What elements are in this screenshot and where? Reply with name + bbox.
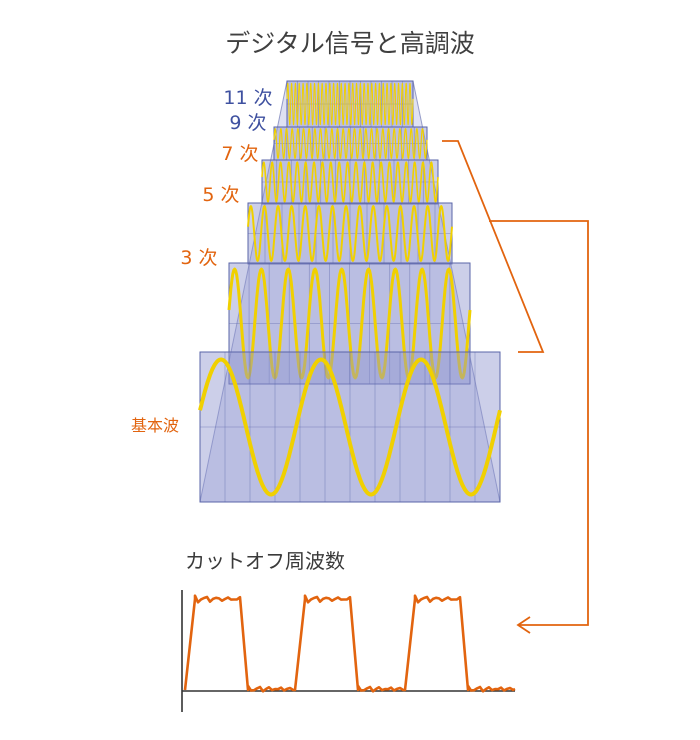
bracket-line: [442, 140, 545, 353]
harmonic-panels: [198, 80, 502, 503]
wave-harmonic-11: [286, 82, 414, 126]
label-harmonic-7: 7 次: [221, 143, 258, 165]
label-harmonic-9: 9 次: [229, 112, 266, 134]
diagram-title: デジタル信号と高調波: [225, 29, 475, 58]
panel-harmonic-7: [261, 159, 439, 205]
panel-fundamental: [198, 351, 502, 503]
cutoff-arrow: [489, 220, 589, 634]
panel-harmonic-11: [286, 80, 414, 128]
panel-harmonic-5: [247, 202, 453, 265]
panel-harmonic-9: [273, 126, 428, 161]
label-fundamental: 基本波: [131, 416, 179, 435]
frustum-edge-left: [199, 80, 288, 503]
wave-harmonic-3: [227, 267, 472, 380]
panel-rect-fundamental: [199, 351, 501, 503]
wave-harmonic-7: [261, 161, 439, 203]
output-waveform: [181, 590, 516, 712]
wave-fundamental: [198, 357, 502, 497]
wave-harmonic-9: [273, 128, 428, 159]
label-harmonic-11: 11 次: [223, 87, 272, 109]
output-square-wave: [183, 594, 516, 693]
arrow-line: [489, 220, 589, 626]
wave-harmonic-5: [247, 205, 453, 262]
cutoff-label: カットオフ周波数: [185, 549, 345, 573]
label-harmonic-3: 3 次: [180, 247, 217, 269]
panel-harmonic-3: [227, 262, 472, 385]
label-harmonic-5: 5 次: [202, 184, 239, 206]
arrow-head: [516, 616, 531, 634]
harmonics-bracket: [442, 140, 545, 353]
